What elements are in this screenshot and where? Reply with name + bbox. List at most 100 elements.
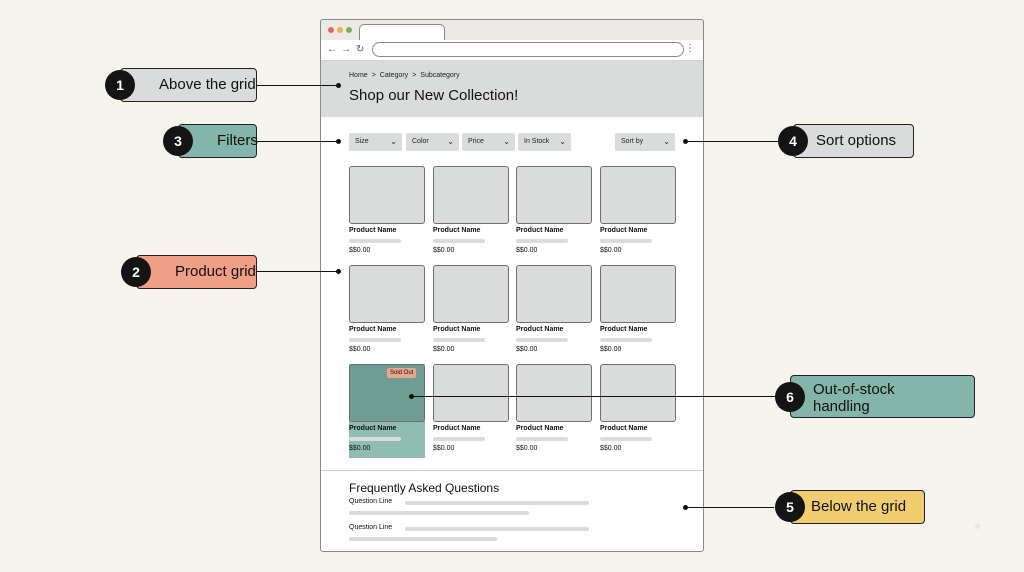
product-image[interactable]	[516, 265, 592, 323]
callout-number: 1	[105, 70, 135, 100]
chevron-down-icon: ⌄	[663, 137, 670, 146]
faq-question[interactable]: Question Line	[349, 498, 393, 505]
callout-anchor-dot	[336, 139, 341, 144]
faq-answer-placeholder	[349, 537, 497, 541]
product-description-placeholder	[600, 437, 652, 441]
chevron-down-icon: ⌄	[559, 137, 566, 146]
product-price: $$0.00	[433, 247, 455, 254]
callout-number: 4	[778, 126, 808, 156]
page-header: Home>Category>Subcategory Shop our New C…	[321, 61, 703, 117]
callout-sort-options: 4 Sort options	[778, 124, 914, 158]
product-image[interactable]	[433, 364, 509, 422]
chevron-down-icon: ⌄	[390, 137, 397, 146]
breadcrumb-home[interactable]: Home	[349, 72, 368, 79]
product-name[interactable]: Product Name	[600, 227, 648, 234]
callout-label: Out-of-stock handling	[813, 381, 895, 415]
product-name[interactable]: Product Name	[349, 425, 397, 432]
product-price: $$0.00	[600, 247, 622, 254]
product-price: $$0.00	[516, 247, 538, 254]
breadcrumb-separator: >	[412, 72, 417, 79]
product-price: $$0.00	[516, 445, 538, 452]
callout-number: 6	[775, 382, 805, 412]
product-name[interactable]: Product Name	[349, 227, 397, 234]
product-price: $$0.00	[600, 346, 622, 353]
filter-color-dropdown[interactable]: Color ⌄	[406, 133, 459, 151]
callout-connector	[686, 141, 778, 142]
product-description-placeholder	[516, 437, 568, 441]
callout-above-the-grid: 1 Above the grid	[105, 68, 257, 102]
product-name[interactable]: Product Name	[516, 227, 564, 234]
product-image[interactable]	[600, 166, 676, 224]
filter-price-dropdown[interactable]: Price ⌄	[462, 133, 515, 151]
sparkle-icon: ✦	[972, 518, 984, 534]
product-name[interactable]: Product Name	[433, 227, 481, 234]
callout-connector	[412, 396, 776, 397]
product-image[interactable]	[433, 166, 509, 224]
more-menu-icon[interactable]: ⋮	[685, 43, 695, 54]
product-image[interactable]	[433, 265, 509, 323]
product-description-placeholder	[349, 437, 401, 441]
chevron-down-icon: ⌄	[503, 137, 510, 146]
product-image[interactable]	[349, 265, 425, 323]
product-name[interactable]: Product Name	[433, 326, 481, 333]
callout-filters: 3 Filters	[163, 124, 258, 158]
breadcrumb: Home>Category>Subcategory	[349, 72, 460, 79]
address-bar[interactable]	[372, 42, 684, 57]
product-name[interactable]: Product Name	[600, 425, 648, 432]
product-price: $$0.00	[349, 247, 371, 254]
filter-size-dropdown[interactable]: Size ⌄	[349, 133, 402, 151]
callout-product-grid: 2 Product grid	[121, 255, 257, 289]
callout-connector	[257, 141, 338, 142]
breadcrumb-subcategory[interactable]: Subcategory	[420, 72, 460, 79]
forward-arrow-icon[interactable]: →	[341, 44, 351, 55]
page-title: Shop our New Collection!	[349, 87, 519, 104]
callout-label: Sort options	[816, 132, 897, 149]
back-arrow-icon[interactable]: ←	[327, 44, 337, 55]
close-window-icon[interactable]	[328, 27, 334, 33]
sort-by-dropdown[interactable]: Sort by ⌄	[615, 133, 675, 151]
product-image[interactable]	[516, 166, 592, 224]
filter-label: In Stock	[524, 138, 550, 145]
faq-question[interactable]: Question Line	[349, 524, 393, 531]
browser-window: ← → ↻ ⋮ Home>Category>Subcategory Shop o…	[320, 19, 704, 552]
breadcrumb-separator: >	[371, 72, 376, 79]
product-description-placeholder	[433, 338, 485, 342]
filter-in-stock-dropdown[interactable]: In Stock ⌄	[518, 133, 571, 151]
sort-label: Sort by	[621, 138, 644, 145]
sold-out-badge: Sold Out	[387, 368, 417, 378]
product-name[interactable]: Product Name	[516, 326, 564, 333]
callout-label: Product grid	[175, 263, 256, 280]
product-image[interactable]	[600, 265, 676, 323]
callout-label: Below the grid	[811, 498, 907, 515]
callout-anchor-dot	[336, 83, 341, 88]
callout-out-of-stock-handling: 6 Out-of-stock handling	[775, 375, 975, 418]
product-name[interactable]: Product Name	[433, 425, 481, 432]
filter-label: Color	[412, 138, 429, 145]
filter-label: Size	[355, 138, 369, 145]
section-divider	[321, 470, 703, 471]
reload-icon[interactable]: ↻	[356, 44, 365, 55]
product-name[interactable]: Product Name	[349, 326, 397, 333]
product-description-placeholder	[433, 437, 485, 441]
callout-number: 3	[163, 126, 193, 156]
product-description-placeholder	[433, 239, 485, 243]
callout-anchor-dot	[409, 394, 414, 399]
product-image[interactable]	[516, 364, 592, 422]
filter-label: Price	[468, 138, 484, 145]
chevron-down-icon: ⌄	[447, 137, 454, 146]
product-image[interactable]	[600, 364, 676, 422]
product-price: $$0.00	[349, 445, 371, 452]
minimize-window-icon[interactable]	[337, 27, 343, 33]
product-name[interactable]: Product Name	[600, 326, 648, 333]
maximize-window-icon[interactable]	[346, 27, 352, 33]
browser-tab[interactable]	[359, 24, 445, 41]
faq-answer-placeholder	[405, 501, 589, 505]
product-image[interactable]	[349, 166, 425, 224]
callout-number: 2	[121, 257, 151, 287]
callout-anchor-dot	[683, 505, 688, 510]
breadcrumb-category[interactable]: Category	[379, 72, 409, 79]
product-name[interactable]: Product Name	[516, 425, 564, 432]
product-price: $$0.00	[349, 346, 371, 353]
product-description-placeholder	[349, 239, 401, 243]
callout-anchor-dot	[336, 269, 341, 274]
